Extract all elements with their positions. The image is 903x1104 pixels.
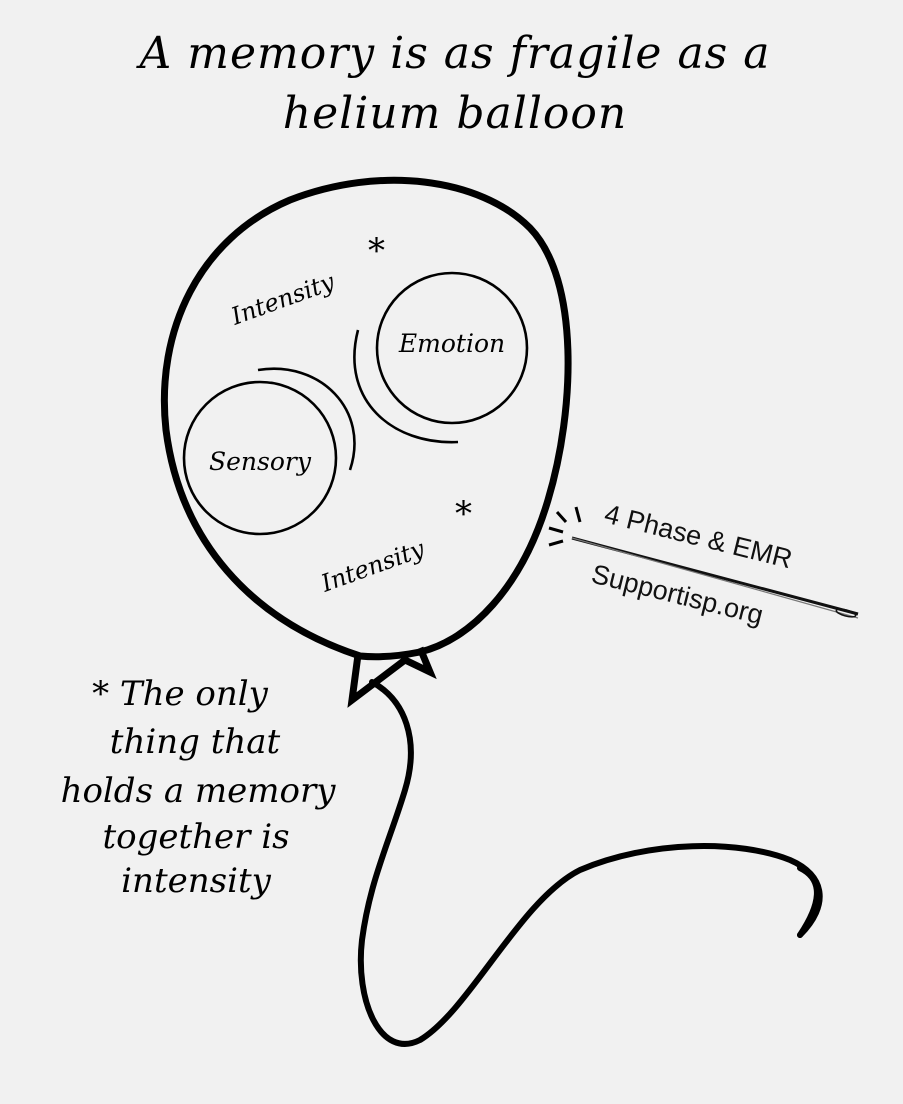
emotion-circle	[375, 271, 529, 425]
pop-burst-icon	[548, 506, 582, 547]
footnote-line-4: together is	[102, 817, 289, 857]
needle-icon	[571, 536, 859, 619]
sensory-label: Sensory	[209, 447, 312, 476]
string-hook-tail	[797, 865, 820, 938]
footnote-line-1: * The only	[92, 674, 269, 714]
balloon-outline	[160, 176, 572, 661]
balloon-knot	[347, 646, 437, 708]
intensity-marker-top: *	[368, 231, 385, 271]
intensity-label-bottom: Intensity	[317, 534, 429, 598]
title-line-2: helium balloon	[283, 88, 627, 139]
footnote-line-3: holds a memory	[61, 771, 337, 811]
footnote-line-2: thing that	[110, 722, 281, 762]
sensory-arc	[257, 367, 356, 471]
intensity-marker-bottom: *	[455, 494, 472, 534]
emotion-label: Emotion	[398, 329, 505, 358]
emotion-arc	[353, 329, 459, 444]
intensity-label-top: Intensity	[227, 267, 339, 331]
sensory-circle	[182, 380, 338, 536]
balloon-string	[357, 679, 823, 1047]
footnote-line-5: intensity	[121, 861, 271, 901]
needle-text-line-2: Supportisp.org	[589, 559, 767, 631]
title-line-1: A memory is as fragile as a	[136, 28, 771, 79]
needle-text-line-1: 4 Phase & EMR	[602, 499, 796, 575]
